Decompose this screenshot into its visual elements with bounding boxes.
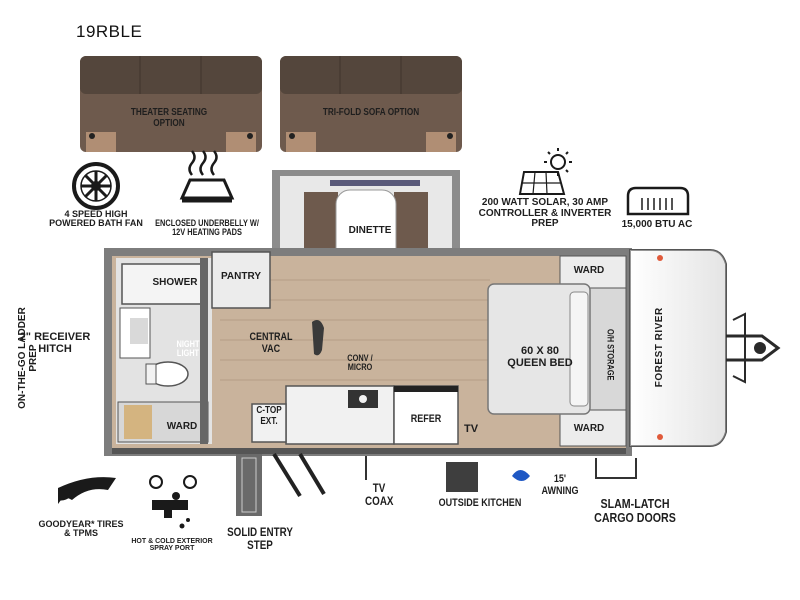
awning-label: 15' AWNING [541, 473, 579, 497]
pantry-label: PANTRY [221, 271, 261, 282]
dinette-label: DINETTE [348, 225, 392, 236]
tv-coax-label: TV COAX [365, 481, 394, 508]
spray-port-icon [149, 475, 197, 529]
solar-label: 200 WATT SOLAR, 30 AMP CONTROLLER & INVE… [478, 197, 612, 229]
ac-unit-icon [626, 186, 690, 216]
tv-label: TV [463, 423, 479, 435]
night-light-label: NIGHT LIGHT [176, 339, 200, 359]
theater-seating-illustration [80, 56, 262, 152]
tri-fold-sofa-illustration [280, 56, 462, 152]
refer-label: REFER [410, 413, 442, 425]
heating-pad-icon [179, 150, 235, 203]
model-name: 19RBLE [76, 22, 143, 41]
ward-top-label: WARD [573, 265, 605, 276]
central-vac-label: CENTRAL VAC [249, 331, 293, 355]
bath-fan-icon [72, 162, 120, 210]
ward-bath-label: WARD [166, 421, 198, 432]
entry-step-label: SOLID ENTRY STEP [227, 525, 293, 552]
tires-label: GOODYEAR* TIRES & TPMS [38, 519, 124, 539]
theater-seating-label: THEATER SEATING OPTION [130, 107, 208, 129]
ac-label: 15,000 BTU AC [621, 219, 693, 230]
brand-logo: FOREST RIVER [653, 307, 665, 388]
oh-storage-label: O/H STORAGE [605, 328, 616, 381]
conv-micro-label: CONV / MICRO [347, 353, 373, 373]
shower-label: SHOWER [152, 277, 198, 288]
ctop-label: C-TOP EXT. [256, 405, 282, 427]
solar-panel-icon [518, 148, 572, 195]
spray-port-label: HOT & COLD EXTERIOR SPRAY PORT [131, 538, 213, 553]
receiver-hitch-label: 2" RECEIVER HITCH [19, 331, 91, 355]
tri-fold-sofa-label: TRI-FOLD SOFA OPTION [322, 107, 420, 118]
trailer-floorplan [104, 170, 781, 516]
bath-fan-label: 4 SPEED HIGH POWERED BATH FAN [49, 209, 143, 229]
ward-bottom-label: WARD [573, 423, 605, 434]
underbelly-label: ENCLOSED UNDERBELLY W/ 12V HEATING PADS [155, 218, 259, 238]
outside-kitchen-label: OUTSIDE KITCHEN [438, 497, 522, 509]
bed-label: 60 X 80 QUEEN BED [507, 345, 573, 369]
cargo-doors-label: SLAM-LATCH CARGO DOORS [594, 496, 676, 525]
tire-wing-foot-icon [58, 477, 116, 504]
ladder-prep-label: ON-THE-GO LADDER PREP [17, 307, 39, 409]
